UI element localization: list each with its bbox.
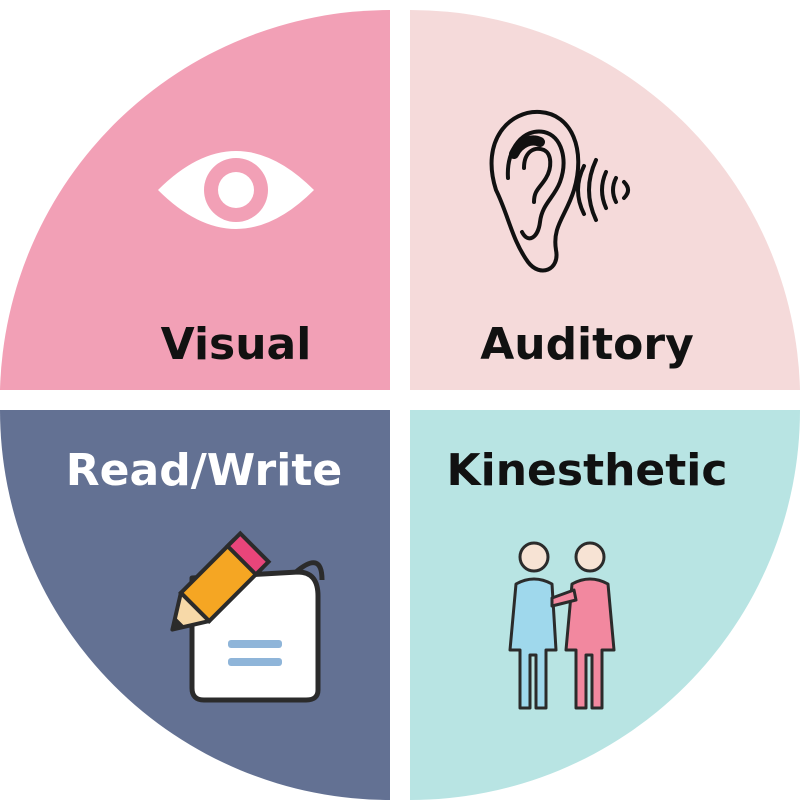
- eye-icon: [158, 151, 314, 229]
- ear-sound-icon: [489, 109, 630, 273]
- label-visual: Visual: [161, 319, 312, 370]
- label-kinesthetic: Kinesthetic: [447, 445, 728, 496]
- two-people-icon: [508, 541, 616, 710]
- label-read-write: Read/Write: [66, 445, 342, 496]
- pencil-paper-icon: [170, 530, 325, 703]
- label-auditory: Auditory: [480, 319, 694, 370]
